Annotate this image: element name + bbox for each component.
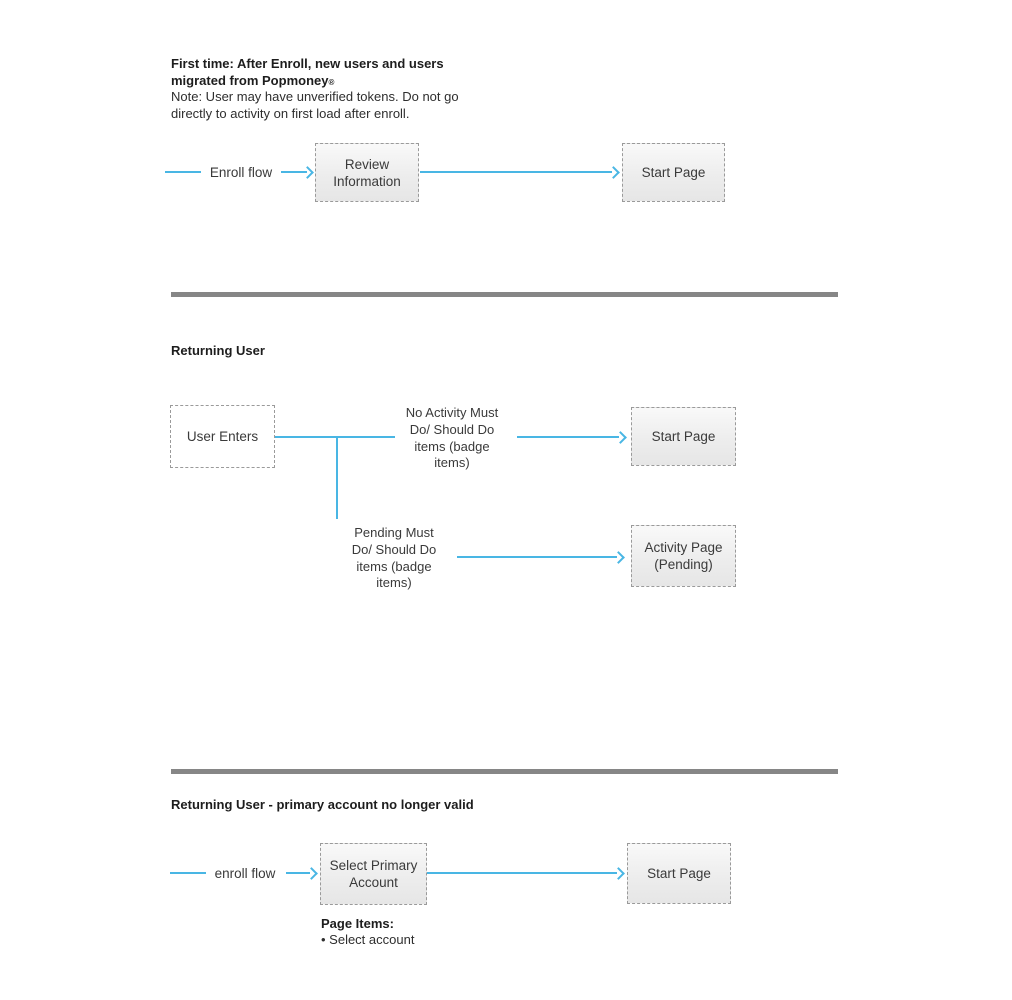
section1-note: Note: User may have unverified tokens. D… (171, 89, 459, 121)
arrow-head-icon (612, 866, 625, 880)
flow-line (275, 436, 395, 438)
arrow-head-icon (612, 550, 625, 564)
node-start-page-3: Start Page (627, 843, 731, 904)
arrow-head-icon (607, 165, 620, 179)
arrow-head-icon (305, 866, 318, 880)
node-start-page-1: Start Page (622, 143, 725, 202)
page-items-title: Page Items: (321, 916, 394, 931)
registered-trademark-symbol: ® (328, 78, 335, 87)
section1-title-text: First time: After Enroll, new users and … (171, 56, 444, 88)
section1-title: First time: After Enroll, new users and … (171, 55, 444, 91)
flow-line (281, 171, 307, 173)
section2-title: Returning User (171, 343, 265, 358)
flow-line (170, 872, 206, 874)
flow-line-vertical (336, 437, 338, 519)
node-start-page-2: Start Page (631, 407, 736, 466)
flow-line (286, 872, 310, 874)
flow-line (457, 556, 617, 558)
flow-line (517, 436, 619, 438)
arrow-head-icon (614, 430, 627, 444)
enroll-flow-label: Enroll flow (209, 165, 273, 180)
node-activity-page-pending: Activity Page (Pending) (631, 525, 736, 587)
section-divider (171, 292, 838, 297)
flow-line (427, 872, 617, 874)
section-divider (171, 769, 838, 774)
node-user-enters: User Enters (170, 405, 275, 468)
page-items-bullet: • Select account (321, 932, 415, 947)
flow-line (165, 171, 201, 173)
node-select-primary-account: Select Primary Account (320, 843, 427, 905)
flow-line (420, 171, 612, 173)
node-review-information: Review Information (315, 143, 419, 202)
arrow-head-icon (301, 165, 314, 179)
pending-label: Pending Must Do/ Should Do items (badge … (351, 525, 437, 591)
section3-title: Returning User - primary account no long… (171, 797, 474, 812)
enroll-flow-label-2: enroll flow (214, 866, 276, 881)
no-activity-label: No Activity Must Do/ Should Do items (ba… (405, 405, 499, 471)
